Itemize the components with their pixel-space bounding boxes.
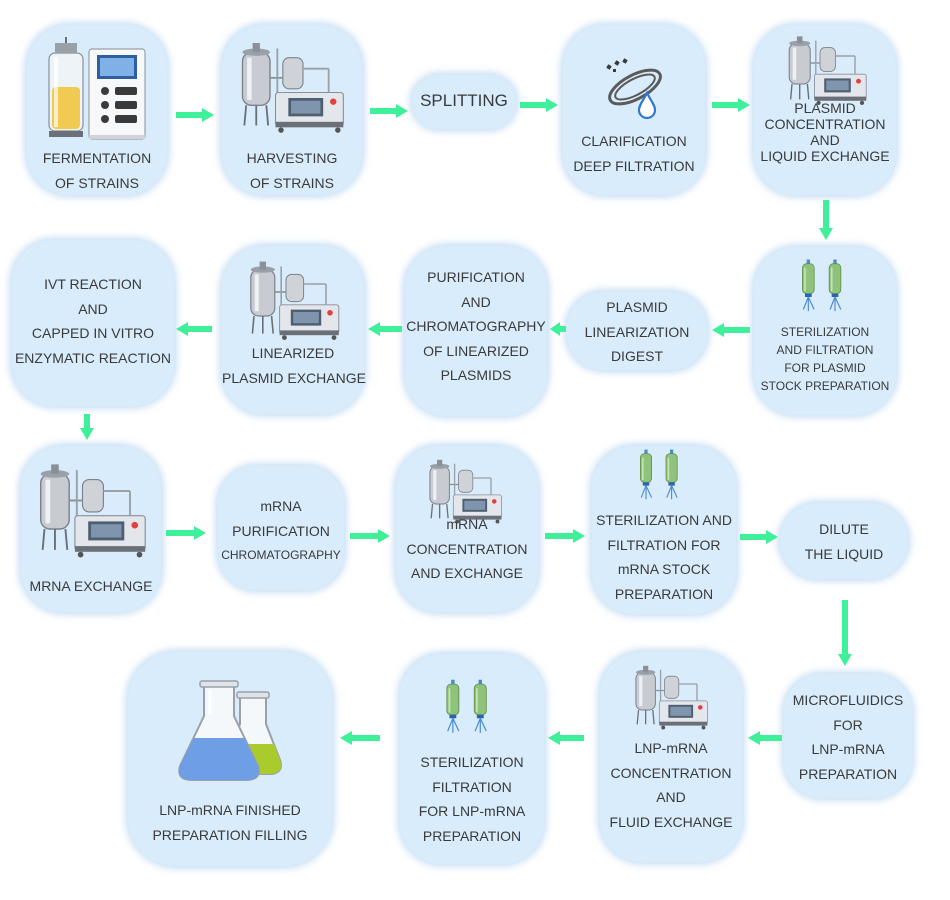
arrow-left bbox=[340, 731, 380, 745]
step-filling: LNP-mRNA FINISHED PREPARATION FILLING bbox=[128, 652, 332, 866]
arrow-down bbox=[80, 414, 94, 440]
step-plasmid-concentration: PLASMID CONCENTRATION AND LIQUID EXCHANG… bbox=[754, 25, 896, 195]
step-clarification: CLARIFICATION DEEP FILTRATION bbox=[563, 25, 705, 195]
step-label: STERILIZATION FILTRATION FOR LNP-mRNA PR… bbox=[418, 754, 526, 844]
step-harvesting: HARVESTING OF STRAINS bbox=[222, 25, 362, 195]
arrow-left bbox=[550, 322, 566, 336]
capsule-filter-icon bbox=[444, 678, 496, 738]
step-label: STERILIZATION AND FILTRATION FOR mRNA ST… bbox=[596, 512, 732, 602]
step-label: PLASMID CONCENTRATION AND LIQUID EXCHANG… bbox=[760, 100, 890, 164]
step-label: IVT REACTION AND CAPPED IN VITRO ENZYMAT… bbox=[14, 276, 172, 366]
arrow-left bbox=[368, 322, 402, 336]
step-mrna-purification: mRNA PURIFICATION CHROMATOGRAPHY bbox=[218, 466, 344, 590]
step-label: MRNA EXCHANGE bbox=[29, 578, 153, 594]
step-label: FERMENTATION OF STRAINS bbox=[42, 150, 152, 191]
step-sterilization-plasmid: STERILIZATION AND FILTRATION FOR PLASMID… bbox=[754, 247, 896, 415]
step-mrna-concentration: mRNA CONCENTRATION AND EXCHANGE bbox=[396, 446, 538, 612]
step-label: mRNA PURIFICATION CHROMATOGRAPHY bbox=[221, 498, 341, 562]
process-skid-icon bbox=[237, 37, 347, 137]
arrow-right bbox=[166, 526, 206, 540]
filter-disc-icon bbox=[606, 58, 662, 120]
step-purification-linearized: PURIFICATION AND CHROMATOGRAPHY OF LINEA… bbox=[405, 246, 547, 416]
step-label: MICROFLUIDICS FOR LNP-mRNA PREPARATION bbox=[792, 692, 904, 782]
capsule-filter-icon bbox=[638, 448, 686, 504]
step-label: PLASMID LINEARIZATION DIGEST bbox=[584, 299, 690, 364]
arrow-down bbox=[819, 200, 833, 240]
step-sterilization-lnp: STERILIZATION FILTRATION FOR LNP-mRNA PR… bbox=[400, 654, 544, 864]
step-mrna-exchange: MRNA EXCHANGE bbox=[21, 446, 161, 612]
step-label: LNP-mRNA FINISHED PREPARATION FILLING bbox=[152, 802, 308, 843]
step-label: STERILIZATION AND FILTRATION FOR PLASMID… bbox=[760, 325, 890, 393]
arrow-right bbox=[350, 529, 390, 543]
arrow-right bbox=[370, 104, 408, 118]
arrow-right bbox=[545, 529, 585, 543]
step-label: mRNA CONCENTRATION AND EXCHANGE bbox=[406, 516, 528, 581]
arrow-left bbox=[748, 731, 782, 745]
step-ivt: IVT REACTION AND CAPPED IN VITRO ENZYMAT… bbox=[12, 240, 174, 406]
bioreactor-icon bbox=[48, 37, 146, 140]
step-sterilization-mrna: STERILIZATION AND FILTRATION FOR mRNA ST… bbox=[592, 446, 736, 614]
process-skid-icon bbox=[35, 460, 149, 560]
step-label: CLARIFICATION DEEP FILTRATION bbox=[573, 133, 695, 174]
arrow-right bbox=[712, 98, 750, 112]
step-microfluidics: MICROFLUIDICS FOR LNP-mRNA PREPARATION bbox=[784, 674, 912, 798]
capsule-filter-icon bbox=[800, 257, 850, 317]
process-skid-icon bbox=[632, 664, 710, 730]
step-label: DILUTE THE LIQUID bbox=[804, 521, 884, 562]
arrow-left bbox=[548, 731, 584, 745]
arrow-down bbox=[838, 600, 852, 666]
step-fermentation: FERMENTATION OF STRAINS bbox=[27, 25, 167, 195]
step-lnp-concentration: LNP-mRNA CONCENTRATION AND FLUID EXCHANG… bbox=[600, 652, 742, 862]
arrow-right bbox=[176, 108, 214, 122]
step-linearized-exchange: LINEARIZED PLASMID EXCHANGE bbox=[222, 246, 366, 414]
process-skid-icon bbox=[246, 258, 342, 342]
step-label: HARVESTING OF STRAINS bbox=[246, 150, 338, 191]
arrow-right bbox=[520, 98, 558, 112]
arrow-left bbox=[712, 323, 750, 337]
step-linearization: PLASMID LINEARIZATION DIGEST bbox=[567, 292, 707, 370]
arrow-left bbox=[176, 322, 212, 336]
step-label: PURIFICATION AND CHROMATOGRAPHY OF LINEA… bbox=[406, 269, 546, 383]
step-dilute: DILUTE THE LIQUID bbox=[780, 503, 908, 579]
flask-icon bbox=[178, 680, 282, 781]
process-skid-icon bbox=[784, 35, 870, 105]
step-label: SPLITTING bbox=[420, 91, 508, 110]
step-label: LNP-mRNA CONCENTRATION AND FLUID EXCHANG… bbox=[609, 740, 733, 830]
step-splitting: SPLITTING bbox=[412, 75, 516, 129]
step-label: LINEARIZED PLASMID EXCHANGE bbox=[222, 345, 366, 386]
arrow-right bbox=[740, 530, 778, 544]
